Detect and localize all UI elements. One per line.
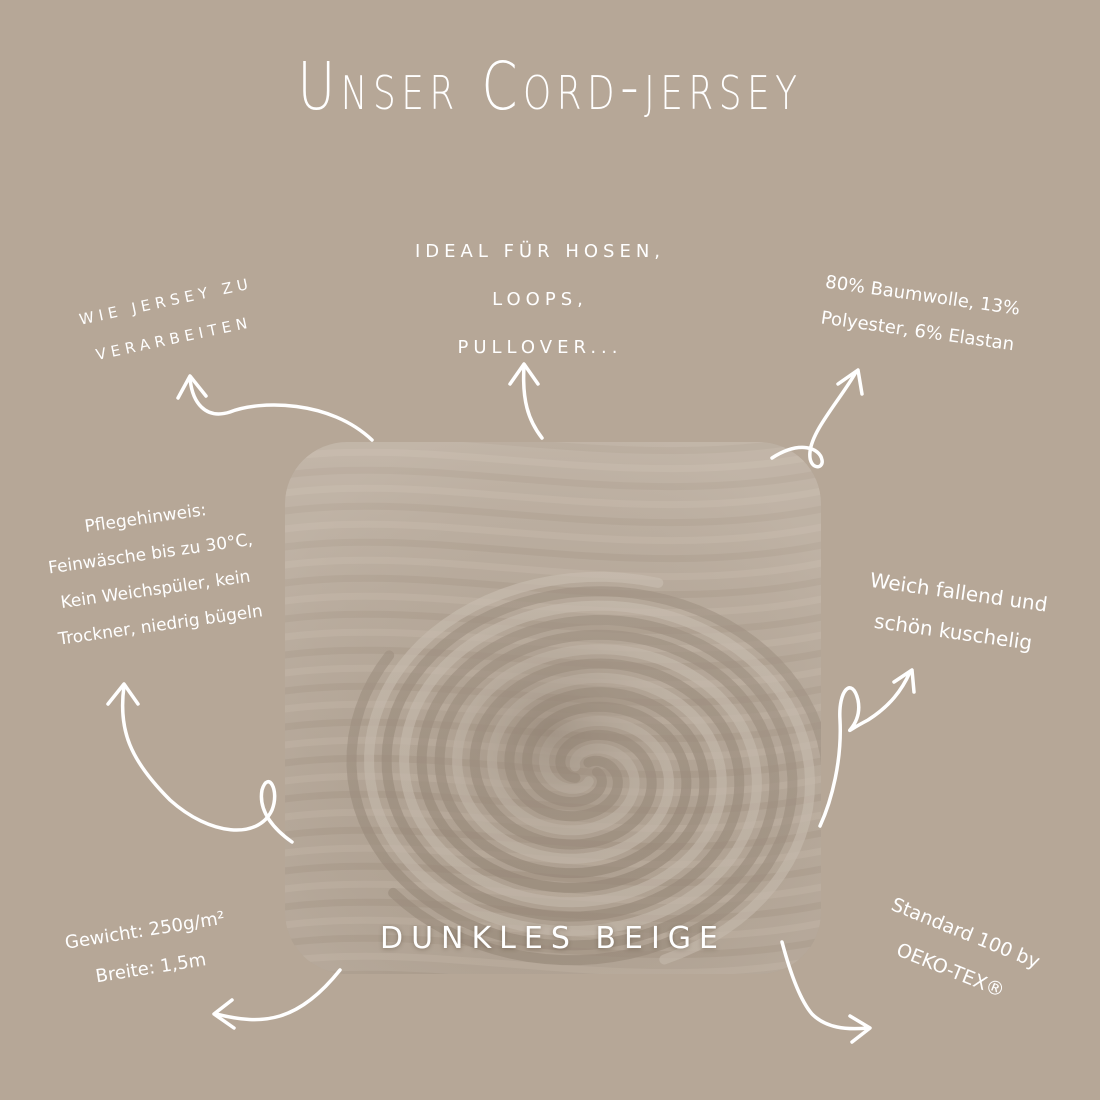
arrow-ideal-icon [508,362,544,440]
note-line: Ideal für Hosen, [414,241,666,262]
arrow-feel-icon [818,668,916,828]
arrow-material-icon [770,368,864,469]
corduroy-fabric-icon [285,442,821,974]
arrow-processing-icon [176,374,374,442]
note-ideal-use: Ideal für Hosen, Loops, Pullover... [360,228,720,372]
note-line: Loops, [492,289,588,310]
note-line: Pullover... [457,337,623,358]
page-title: Unser Cord-jersey [297,48,803,125]
fabric-photo: Dunkles Beige [285,442,821,974]
arrow-care-icon [106,682,294,844]
arrow-weight-icon [212,968,342,1030]
arrow-certification-icon [780,940,872,1044]
fabric-color-label: Dunkles Beige [379,921,726,956]
